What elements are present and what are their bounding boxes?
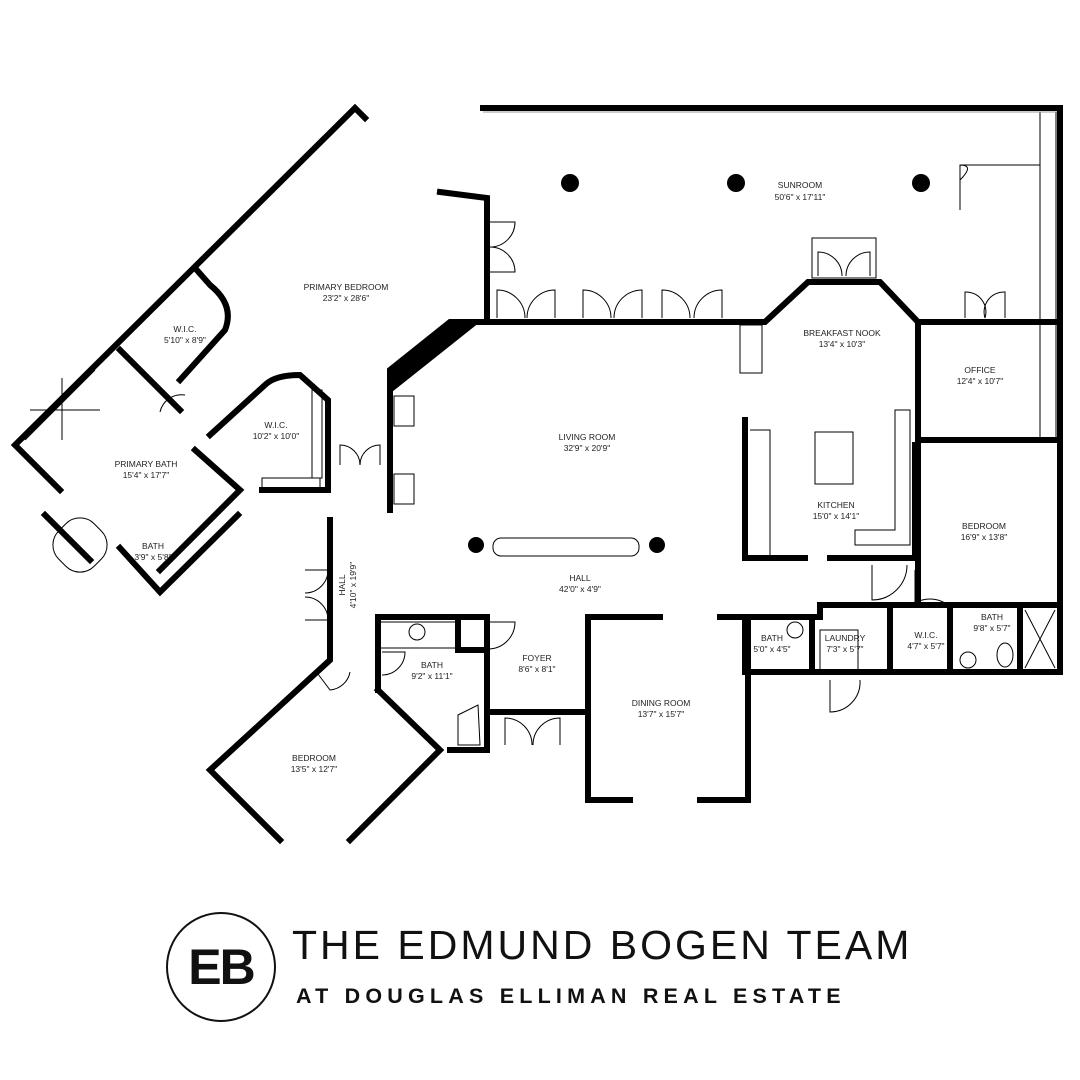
dining-room-dims: 13'7" x 15'7" — [638, 709, 685, 719]
eb-monogram-logo: EB — [166, 912, 276, 1022]
fireplace-icon — [392, 322, 480, 392]
living-room-name: LIVING ROOM — [559, 432, 616, 442]
bath-right-dims: 9'8" x 5'7" — [973, 623, 1010, 633]
wic-3-name: W.I.C. — [914, 630, 937, 640]
bath-foyer-name: BATH — [421, 660, 443, 670]
bedroom-left-name: BEDROOM — [292, 753, 336, 763]
wic-3-dims: 4'7" x 5'7" — [907, 641, 944, 651]
wic-2-name: W.I.C. — [264, 420, 287, 430]
bath-right-name: BATH — [981, 612, 1003, 622]
bath-small-name: BATH — [142, 541, 164, 551]
kitchen-name: KITCHEN — [817, 500, 854, 510]
sunroom-dims: 50'6" x 17'11" — [775, 192, 826, 202]
bedroom-right-name: BEDROOM — [962, 521, 1006, 531]
primary-bath-name: PRIMARY BATH — [115, 459, 178, 469]
hall-vertical-dims: 4'10" x 19'9" — [348, 562, 358, 609]
wic-1-dims: 5'10" x 8'9" — [164, 335, 206, 345]
breakfast-nook-name: BREAKFAST NOOK — [803, 328, 881, 338]
laundry-dims: 7'3" x 5'7" — [826, 644, 863, 654]
kitchen-dims: 15'0" x 14'1" — [813, 511, 860, 521]
bath-small-dims: 3'9" x 5'8" — [134, 552, 171, 562]
bath-foyer-dims: 9'2" x 11'1" — [411, 671, 452, 681]
doors — [159, 221, 1006, 746]
hall-vertical-name: HALL — [337, 574, 347, 596]
columns — [392, 174, 930, 553]
room-labels: SUNROOM 50'6" x 17'11" PRIMARY BEDROOM 2… — [115, 180, 1011, 774]
hall-main-name: HALL — [569, 573, 591, 583]
living-room-dims: 32'9" x 20'9" — [564, 443, 611, 453]
brand-subtitle: AT DOUGLAS ELLIMAN REAL ESTATE — [296, 984, 846, 1008]
dining-room-name: DINING ROOM — [632, 698, 691, 708]
laundry-name: LAUNDRY — [825, 633, 866, 643]
primary-bedroom-dims: 23'2" x 28'6" — [323, 293, 370, 303]
bedroom-right-dims: 16'9" x 13'8" — [961, 532, 1008, 542]
sunroom-name: SUNROOM — [778, 180, 822, 190]
wic-2-dims: 10'2" x 10'0" — [253, 431, 300, 441]
foyer-dims: 8'6" x 8'1" — [518, 664, 555, 674]
bath-laundry-dims: 5'0" x 4'5" — [753, 644, 790, 654]
office-name: OFFICE — [964, 365, 995, 375]
primary-bath-dims: 15'4" x 17'7" — [123, 470, 170, 480]
breakfast-nook-dims: 13'4" x 10'3" — [819, 339, 866, 349]
bath-laundry-name: BATH — [761, 633, 783, 643]
bedroom-left-dims: 13'5" x 12'7" — [291, 764, 338, 774]
foyer-name: FOYER — [522, 653, 551, 663]
primary-bedroom-name: PRIMARY BEDROOM — [304, 282, 389, 292]
fixtures — [24, 111, 1057, 746]
wic-1-name: W.I.C. — [173, 324, 196, 334]
office-dims: 12'4" x 10'7" — [957, 376, 1004, 386]
hall-main-dims: 42'0" x 4'9" — [559, 584, 601, 594]
brand-title: THE EDMUND BOGEN TEAM — [292, 922, 913, 968]
